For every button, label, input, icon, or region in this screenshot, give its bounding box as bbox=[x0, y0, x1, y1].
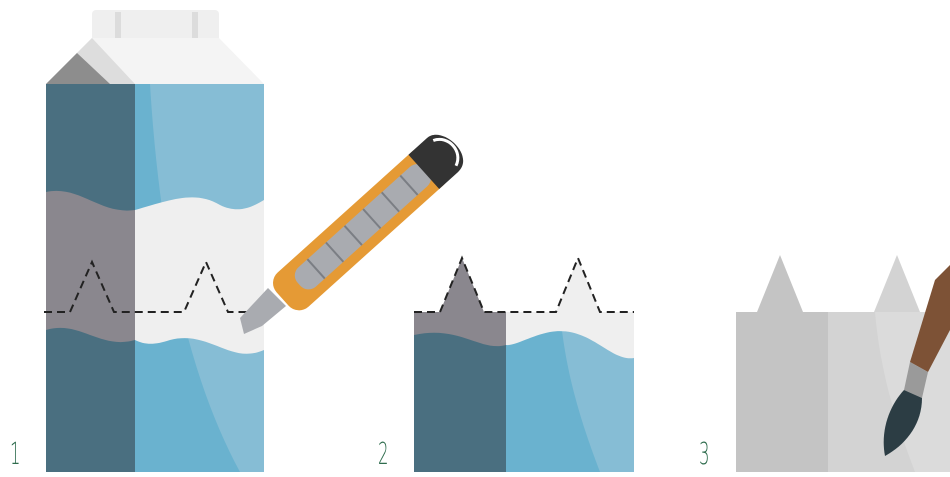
cut-carton-icon bbox=[414, 258, 634, 472]
step-3-number: 3 bbox=[699, 440, 710, 470]
step-1-number: 1 bbox=[10, 440, 21, 470]
utility-knife-icon bbox=[240, 127, 470, 334]
step-2-number: 2 bbox=[378, 440, 389, 470]
milk-carton-icon bbox=[44, 10, 268, 472]
